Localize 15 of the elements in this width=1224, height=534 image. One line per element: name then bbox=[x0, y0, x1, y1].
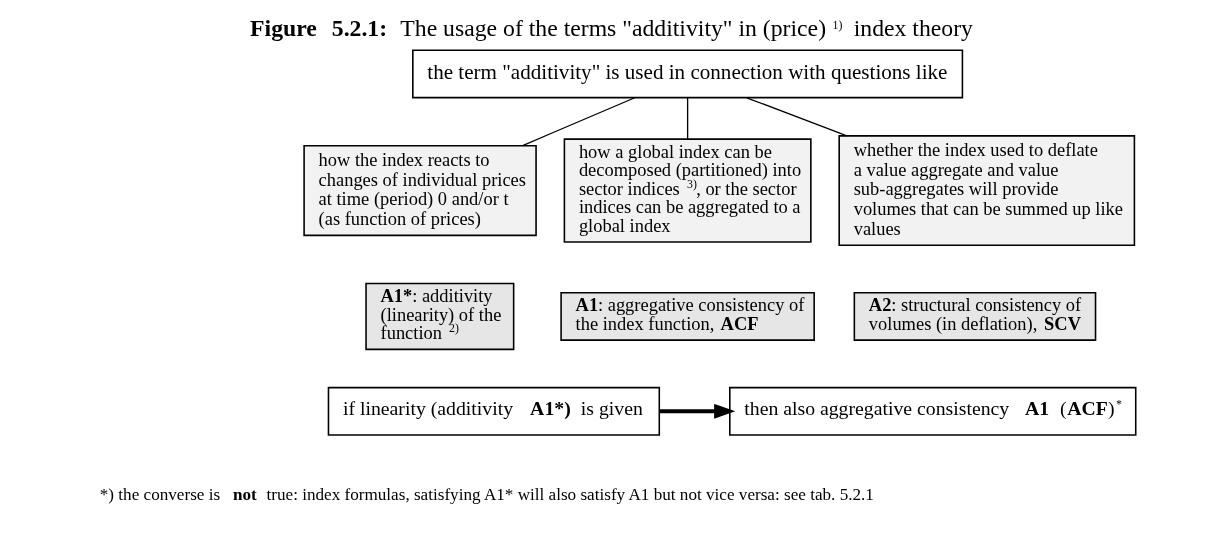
node-box: A1*: additivity (linearity) of the function $^{2)}$ bbox=[364, 282, 514, 351]
arrow bbox=[658, 403, 735, 419]
connector bbox=[686, 97, 688, 140]
node-box: how a global index can be decomposed (partitioned) into sector indices $^{3)}$, or the sector indices can be aggregated to a global index bbox=[563, 138, 812, 243]
diagram-title: Figure 5.2.1: The usage of the terms "additivity" in (price)$^{1)}$ index theory bbox=[249, 15, 973, 42]
node-box: A2: structural consistency of volumes (in deflation), SCV bbox=[853, 291, 1096, 341]
node-box: then also aggregative consistency A1 (ACF)$^{*}$ bbox=[728, 386, 1136, 436]
node-box: whether the index used to deflate a value aggregate and value sub-aggregates will provide volumes that can be summed up like values bbox=[837, 135, 1135, 247]
node-box: A1: aggregative consistency of the index function, ACF bbox=[559, 291, 815, 341]
label: *) the converse is not true: index formulas, satisfying A1* will also satisfy A1 but not vice versa: see tab. 5.2.1 bbox=[99, 485, 874, 505]
connector bbox=[745, 97, 847, 137]
node-box: the term "additivity" is used in connection with questions like bbox=[411, 49, 963, 99]
node-box: if linearity (additivity A1*) is given bbox=[327, 386, 660, 436]
connector bbox=[521, 97, 635, 147]
node-box: how the index reacts to changes of individual prices at time (period) 0 and/or t (as function of prices) bbox=[302, 144, 537, 237]
